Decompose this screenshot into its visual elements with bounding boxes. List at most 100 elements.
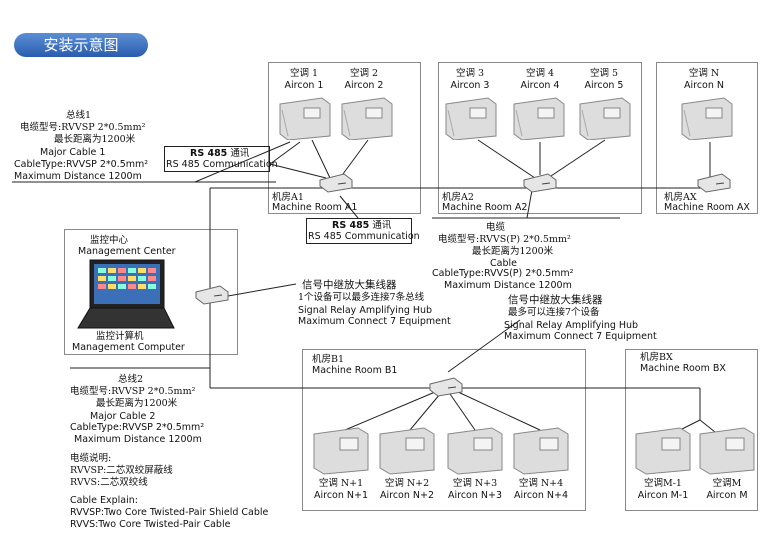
aircon-4-en: Aircon 4 [520,80,560,91]
aircon-n3-zh: 空调 N+3 [452,478,498,489]
rs485-2-line1: RS 485 通讯 [332,220,392,231]
wire-cable-mid-diag [526,189,533,219]
cable1-en1: Major Cable 1 [40,147,106,158]
aircon-n2-zh: 空调 N+2 [384,478,430,489]
room-a-frame-1 [268,62,421,214]
aircon-5-en: Aircon 5 [584,80,624,91]
cable-mid-en3: Maximum Distance 1200m [444,280,572,291]
mgmt-computer-zh: 监控计算机 [96,331,144,342]
aircon-n4-en: Aircon N+4 [513,490,569,501]
aircon-n1-zh: 空调 N+1 [318,478,364,489]
explain-en1: Cable Explain: [70,495,138,506]
aircon-3-zh: 空调 3 [455,68,485,79]
hub1-zh2: 1个设备可以最多连接7条总线 [298,292,425,303]
room-a2-zh: 机房A2 [442,192,474,203]
aircon-m-zh: 空调M [712,478,742,489]
explain-zh3: RVVS:二芯双绞线 [70,477,148,488]
aircon-2-unit [340,96,394,144]
aircon-n3-unit [446,426,504,480]
aircon-1-zh: 空调 1 [289,68,319,79]
hub2-en2: Maximum Connect 7 Equipment [504,331,657,342]
aircon-n-unit [680,96,734,144]
aircon-1-en: Aircon 1 [284,80,324,91]
room-b1-en: Machine Room B1 [312,365,398,376]
aircon-5-unit [578,96,632,144]
explain-en3: RVVS:Two Core Twisted-Pair Cable [70,519,231,530]
room-b1-zh: 机房B1 [312,354,345,365]
wire-rs485-callout-2 [339,195,359,219]
wire-hub1-callout [227,283,297,297]
hub-b1 [428,376,464,402]
rs485-label-box-2 [306,218,412,244]
cable2-en2: CableType:RVVSP 2*0.5mm² [70,422,205,433]
wire-hub-a1-ac1 [311,139,331,179]
explain-zh2: RVVSP:二芯双绞屏蔽线 [70,465,173,476]
aircon-3-en: Aircon 3 [450,80,490,91]
aircon-m1-en: Aircon M-1 [637,490,689,501]
room-a2-en: Machine Room A2 [442,202,528,213]
laptop-icon [76,258,176,334]
aircon-m-unit [698,426,756,480]
cable2-en3: Maximum Distance 1200m [74,434,202,445]
cable2-zh2: 电缆型号:RVVSP 2*0.5mm² [70,386,196,397]
room-b1-frame [302,349,586,511]
room-ax-frame [656,62,758,214]
mgmt-computer-en: Management Computer [72,342,185,353]
management-center-frame [64,229,238,355]
hub2-zh2: 最多可以连接7个设备 [508,307,600,318]
aircon-n2-en: Aircon N+2 [379,490,435,501]
hub-ax [696,172,732,198]
wire-rs485-callout-1b [269,163,327,179]
room-a-frame-2 [438,62,642,214]
hub-a1 [318,172,354,198]
wire-rs485-callout-1 [269,141,301,165]
cable1-zh1: 总线1 [66,110,92,121]
aircon-n4-unit [512,426,570,480]
aircon-n4-zh: 空调 N+4 [518,478,564,489]
aircon-n1-unit [312,426,370,480]
aircon-m1-unit [634,426,692,480]
hub1-en1: Signal Relay Amplifying Hub [298,305,433,316]
cable1-zh2: 电缆型号:RVVSP 2*0.5mm² [20,122,146,133]
room-ax-en: Machine Room AX [664,202,750,213]
cable-mid-zh3: 最长距离为1200米 [472,246,554,257]
wire-hub-b1-acn4 [457,391,541,431]
mgmt-center-en: Management Center [78,246,176,257]
hub-center [194,284,230,310]
aircon-5-zh: 空调 5 [589,68,619,79]
aircon-n1-en: Aircon N+1 [313,490,369,501]
rs485-label-box-1 [164,146,270,172]
aircon-n-en: Aircon N [683,80,725,91]
hub1-zh1: 信号中继放大集线器 [302,279,397,291]
cable2-zh1: 总线2 [118,374,144,385]
room-ax-zh: 机房AX [664,192,697,203]
aircon-m1-zh: 空调M-1 [644,478,682,489]
aircon-4-zh: 空调 4 [525,68,555,79]
cable-mid-en2: CableType:RVVS(P) 2*0.5mm² [432,268,574,279]
diagram-title: 安装示意图 [14,33,148,57]
room-a1-zh: 机房A1 [272,192,304,203]
wire-hub-a2-ac3 [477,139,536,179]
hub2-zh1: 信号中继放大集线器 [508,294,603,306]
explain-zh1: 电缆说明: [70,453,112,464]
aircon-3-unit [444,96,498,144]
aircon-4-unit [512,96,566,144]
mgmt-center-zh: 监控中心 [90,235,129,246]
hub1-en2: Maximum Connect 7 Equipment [298,316,451,327]
room-bx-zh: 机房BX [640,352,673,363]
aircon-2-en: Aircon 2 [344,80,384,91]
aircon-2-zh: 空调 2 [349,68,379,79]
aircon-m-en: Aircon M [706,490,748,501]
cable2-zh3: 最长距离为1200米 [96,398,178,409]
wire-cable1-leader-diag [194,141,291,183]
wire-hub-b1-acn3 [449,393,476,431]
hub-a2 [522,172,558,198]
wire-hub-b1-acn1 [344,391,436,431]
wire-hub2-callout [447,319,521,373]
rs485-1-line1: RS 485 通讯 [190,148,250,159]
cable1-en3: Maximum Distance 1200m [14,171,142,182]
room-bx-frame [625,349,758,511]
cable-mid-zh1: 电缆 [486,222,506,233]
rs485-1-line2: RS 485 Communication [166,159,278,170]
hub2-en1: Signal Relay Amplifying Hub [504,320,639,331]
